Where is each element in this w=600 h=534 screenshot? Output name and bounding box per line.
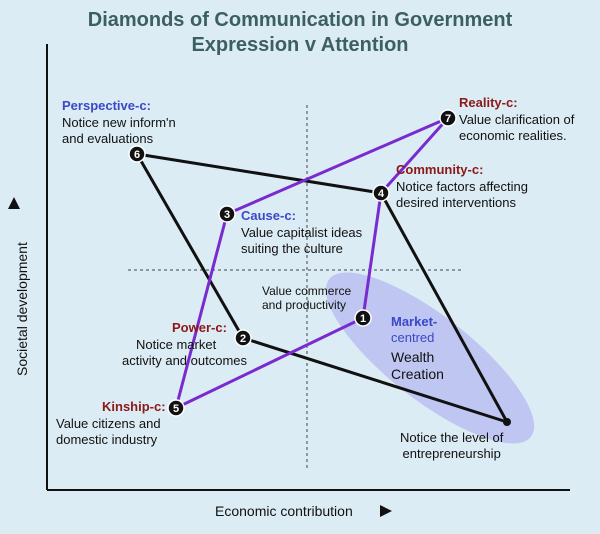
bottom-note-2: entrepreneurship [402,445,501,461]
purple-path [174,116,450,410]
node-5-desc-2: domestic industry [56,431,158,447]
node-5-label: Kinship-c [102,399,162,414]
node-4-number: 4 [378,188,385,200]
title-line-2: Expression v Attention [191,34,409,56]
node-6-text: Perspective-c: Notice new inform'n and e… [62,98,176,146]
node-6-desc-2: and evaluations [62,130,154,146]
node-2-desc-2: activity and outcomes [122,352,248,368]
node-3-label: Cause-c [241,208,292,223]
node-4-label: Community-c [396,162,480,177]
node-4: 4 [372,184,390,202]
center-line-1: Market- [391,314,438,329]
node-1-desc-1: Value commerce [262,284,352,298]
node-1-desc-2: and productivity [262,298,347,313]
center-line-4: Creation [391,365,444,382]
node-5: 5 [167,399,185,417]
node-7-number: 7 [445,113,451,125]
center-line-2: centred [391,329,435,345]
node-3: 3 [218,205,236,223]
y-axis-arrow-icon [8,197,20,209]
node-4-desc-1: Notice factors affecting [396,179,528,195]
center-text: Market- centred Wealth Creation [391,314,444,383]
node-6-number: 6 [134,149,140,161]
node-3-desc-2: suiting the culture [241,240,343,256]
node-7-label: Reality-c [459,95,514,110]
node-3-desc-1: Value capitalist ideas [241,225,363,241]
x-axis-label: Economic contribution [215,503,353,519]
node-2-label: Power-c [172,320,223,335]
node-5-number: 5 [173,403,179,415]
node-2-number: 2 [240,333,246,345]
market-centred-ellipse [325,272,535,444]
title-line-1: Diamonds of Communication in Government [87,9,513,31]
node-7: 7 [439,109,457,127]
node-2-text: Power-c: Notice market activity and outc… [122,320,248,368]
node-5-desc-1: Value citizens and [56,416,161,432]
bottom-note: Notice the level of entrepreneurship [400,430,503,461]
node-2: 2 [234,329,252,347]
node-6-label: Perspective-c [62,98,147,113]
node-4-desc-2: desired interventions [396,194,516,210]
node-2-desc-1: Notice market [136,337,217,353]
center-line-3: Wealth [391,349,435,366]
node-7-desc-2: economic realities. [459,127,567,143]
node-1-number: 1 [360,313,366,325]
bottom-note-1: Notice the level of [400,430,504,445]
node-6-desc-1: Notice new inform'n [62,115,176,131]
node-3-number: 3 [224,209,230,221]
y-axis-label: Societal development [14,242,30,376]
node-7-text: Reality-c: Value clarification of econom… [459,95,575,143]
node-4-text: Community-c: Notice factors affecting de… [396,162,528,210]
node-5-text: Kinship-c: Value citizens and domestic i… [56,399,166,447]
node-1-text: Value commerce and productivity [262,284,351,313]
node-3-text: Cause-c: Value capitalist ideas suiting … [241,208,363,256]
entrepreneurship-point [503,418,511,426]
node-1: 1 [354,309,372,327]
node-7-desc-1: Value clarification of [459,112,575,128]
x-axis-arrow-icon [380,505,392,517]
node-6: 6 [128,145,146,163]
